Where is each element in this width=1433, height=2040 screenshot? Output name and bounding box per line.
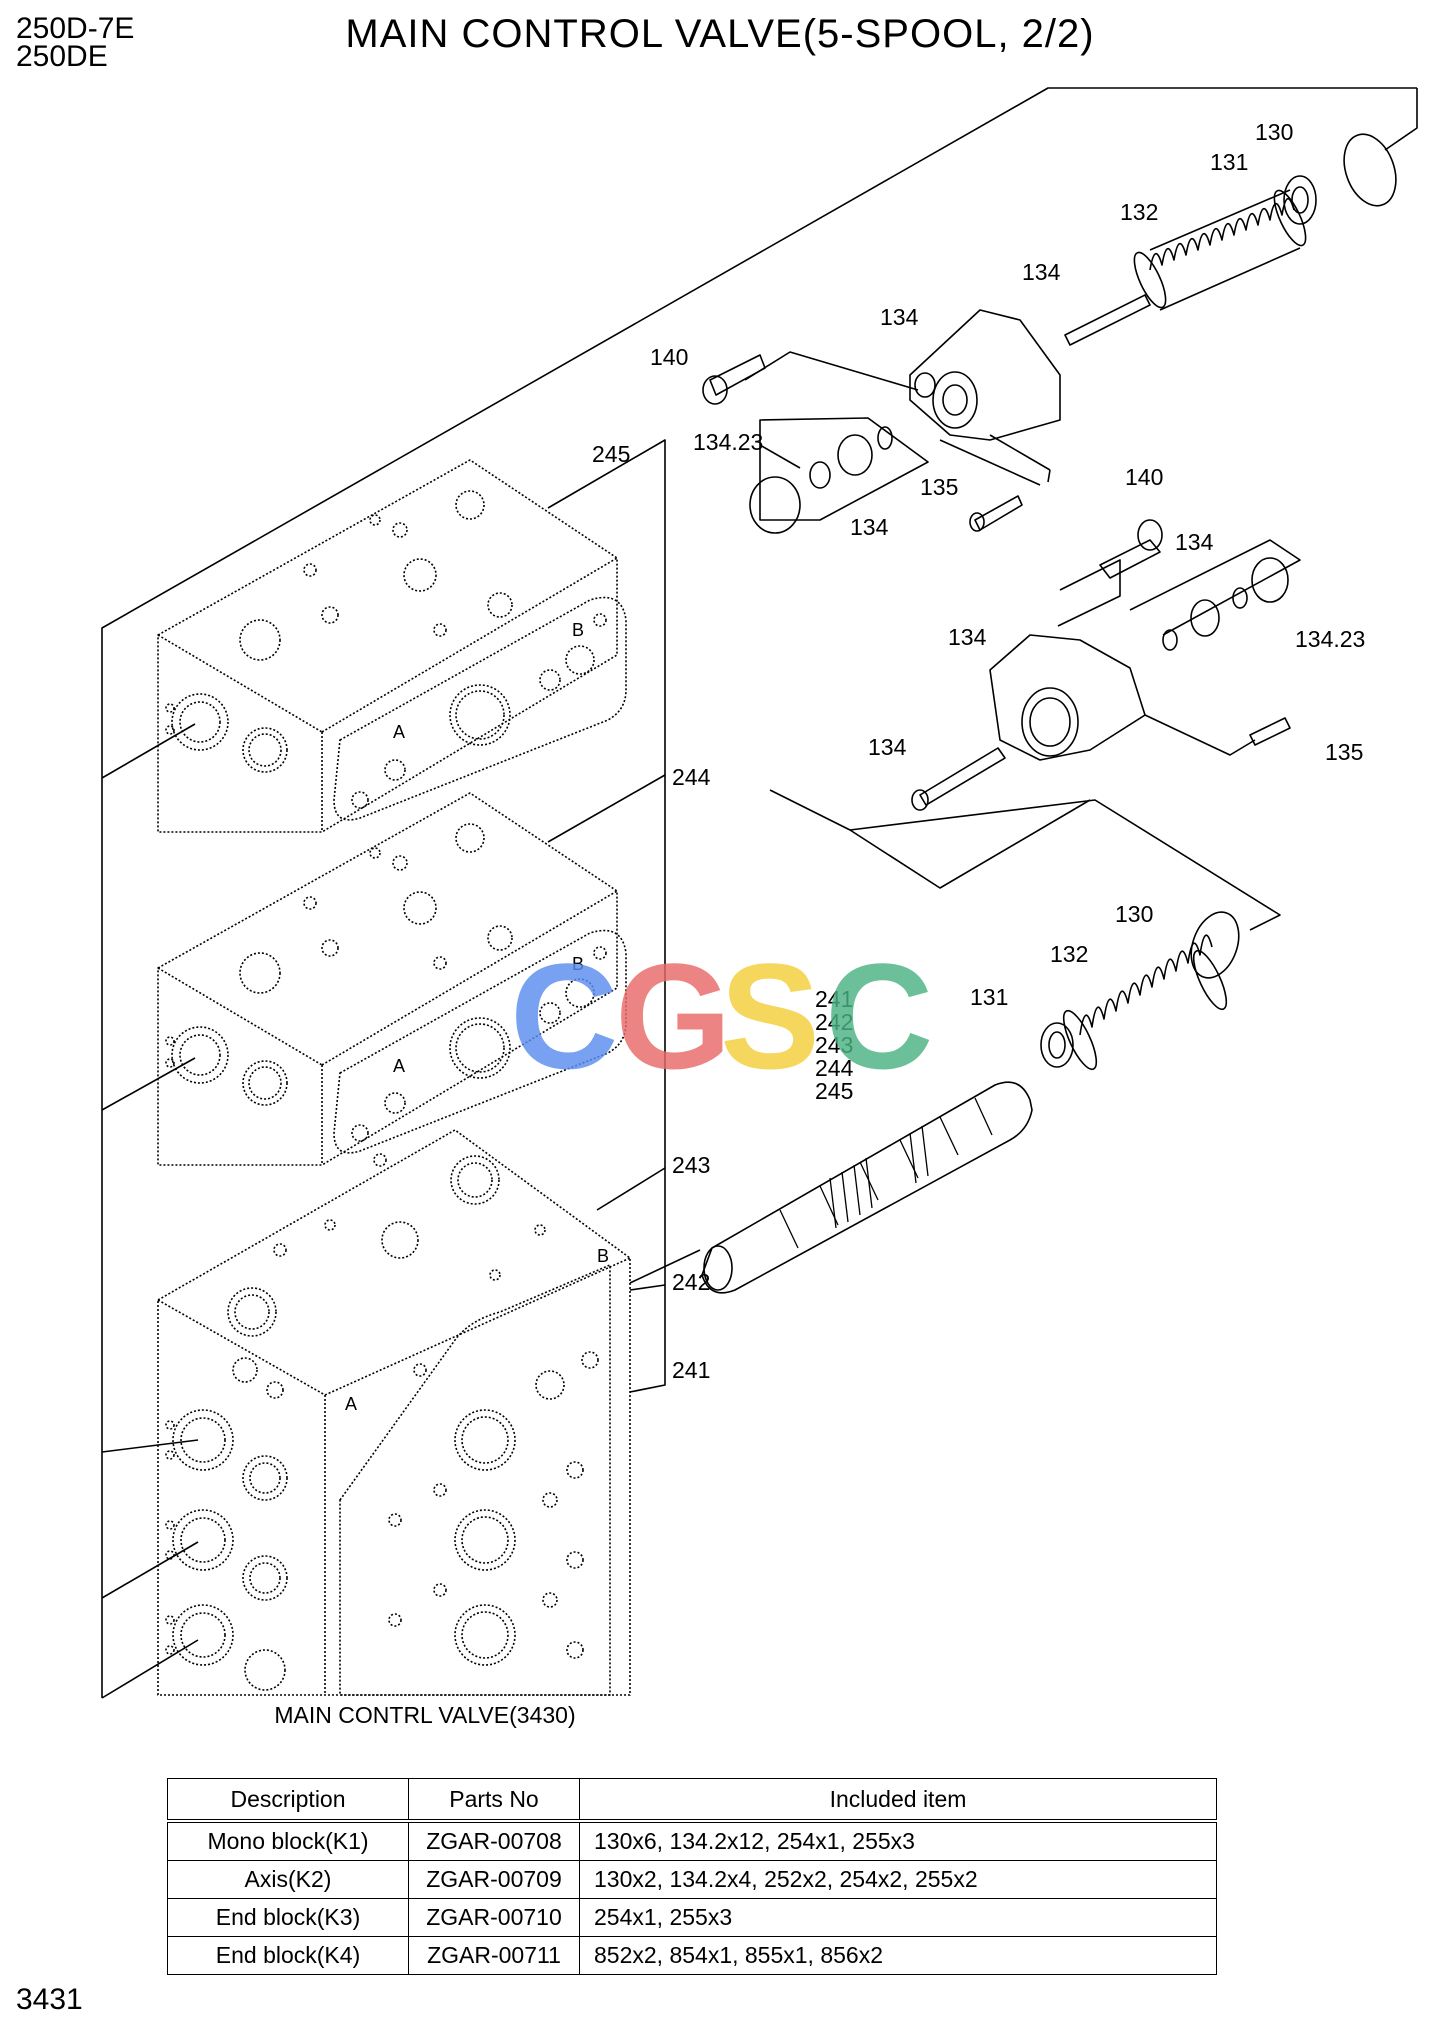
stack-label: 244: [815, 1055, 854, 1081]
port-label-a3: A: [345, 1394, 357, 1414]
cell-description: Axis(K2): [167, 1860, 409, 1899]
callout-134-23-mid: 134.23: [1295, 626, 1365, 652]
stack-label: 245: [815, 1078, 853, 1104]
cover-top: [909, 309, 1061, 441]
screw-135-top: [974, 495, 1023, 531]
callout-131-top: 131: [1210, 149, 1248, 175]
stack-label: 242: [815, 1009, 853, 1035]
cell-included-item: 852x2, 854x1, 855x1, 856x2: [579, 1936, 1217, 1975]
bolt-mid: [919, 747, 1006, 806]
callout-135-mid: 135: [1325, 739, 1363, 765]
exploded-valve-diagram: 130 131 132 134 134 140 134.23 135 134 2…: [101, 87, 1418, 1728]
callout-134-a: 134: [1022, 259, 1061, 285]
table-header-row: Description Parts No Included item: [167, 1778, 1217, 1823]
cell-parts-no: ZGAR-00708: [408, 1820, 580, 1861]
table-row: Mono block(K1) ZGAR-00708 130x6, 134.2x1…: [167, 1820, 1217, 1861]
callout-134-c: 134: [850, 514, 889, 540]
table-row: Axis(K2) ZGAR-00709 130x2, 134.2x4, 252x…: [167, 1860, 1217, 1899]
cell-included-item: 130x2, 134.2x4, 252x2, 254x2, 255x2: [579, 1860, 1217, 1899]
page-title: MAIN CONTROL VALVE(5-SPOOL, 2/2): [345, 12, 1095, 56]
screw-140-top: [709, 354, 766, 396]
column-header-included-item: Included item: [579, 1778, 1217, 1823]
model-name-secondary: 250DE: [16, 40, 108, 73]
spring-bottom: [1079, 934, 1213, 1036]
callout-134-e: 134: [948, 624, 987, 650]
frame-line-right: [1384, 88, 1418, 151]
callout-241: 241: [672, 1357, 710, 1383]
callout-130-top: 130: [1255, 119, 1293, 145]
stack-label: 241: [815, 986, 853, 1012]
callout-242: 242: [672, 1269, 710, 1295]
table-row: End block(K3) ZGAR-00710 254x1, 255x3: [167, 1898, 1217, 1937]
callout-244: 244: [672, 764, 711, 790]
bolt-top: [1064, 294, 1151, 346]
cell-parts-no: ZGAR-00710: [408, 1898, 580, 1937]
cell-description: End block(K3): [167, 1898, 409, 1937]
column-header-description: Description: [167, 1778, 409, 1823]
port-label-b2: B: [572, 954, 584, 974]
cover-mid: [989, 634, 1146, 761]
screw-140-mid: [1099, 539, 1161, 579]
callout-132-top: 132: [1120, 199, 1158, 225]
valve-block-3: [157, 1129, 631, 1696]
callout-134-b: 134: [880, 304, 919, 330]
callout-131-bot: 131: [970, 984, 1008, 1010]
frame-line-top: [101, 87, 1417, 1698]
port-label-a1: A: [393, 722, 405, 742]
callout-134-f: 134: [868, 734, 907, 760]
valve-block-1: [157, 459, 627, 833]
spring-top: [1149, 197, 1295, 271]
screw-135-mid: [1249, 717, 1291, 746]
callout-130-bot: 130: [1115, 901, 1153, 927]
callout-245: 245: [592, 441, 630, 467]
port-label-b3: B: [597, 1246, 609, 1266]
cell-parts-no: ZGAR-00711: [408, 1936, 580, 1975]
callout-140-top: 140: [650, 344, 688, 370]
watermark-letter: C: [510, 932, 618, 1100]
cell-included-item: 130x6, 134.2x12, 254x1, 255x3: [579, 1820, 1217, 1861]
port-label-b1: B: [572, 620, 584, 640]
spool-part-stack: 241 242 243 244 245: [815, 986, 854, 1104]
diagram-caption: MAIN CONTRL VALVE(3430): [274, 1702, 575, 1728]
page-number: 3431: [16, 1983, 83, 2016]
stack-label: 243: [815, 1032, 853, 1058]
cell-description: Mono block(K1): [167, 1820, 409, 1861]
callout-140-mid: 140: [1125, 464, 1163, 490]
callout-135-top: 135: [920, 474, 958, 500]
cell-parts-no: ZGAR-00709: [408, 1860, 580, 1899]
column-header-parts-no: Parts No: [408, 1778, 580, 1823]
callout-132-bot: 132: [1050, 941, 1088, 967]
port-label-a2: A: [393, 1056, 405, 1076]
watermark-letter: S: [720, 932, 820, 1100]
table-row: End block(K4) ZGAR-00711 852x2, 854x1, 8…: [167, 1936, 1217, 1975]
model-name-primary: 250D-7E: [16, 12, 135, 45]
spool: [701, 1081, 1033, 1294]
parts-table: Description Parts No Included item Mono …: [167, 1778, 1217, 1975]
callout-243: 243: [672, 1152, 710, 1178]
watermark-letter: C: [825, 932, 933, 1100]
valve-block-2: [157, 792, 627, 1166]
callout-134-d: 134: [1175, 529, 1214, 555]
cell-description: End block(K4): [167, 1936, 409, 1975]
watermark-letter: G: [615, 932, 732, 1100]
cell-included-item: 254x1, 255x3: [579, 1898, 1217, 1937]
callout-134-23-top: 134.23: [693, 429, 763, 455]
